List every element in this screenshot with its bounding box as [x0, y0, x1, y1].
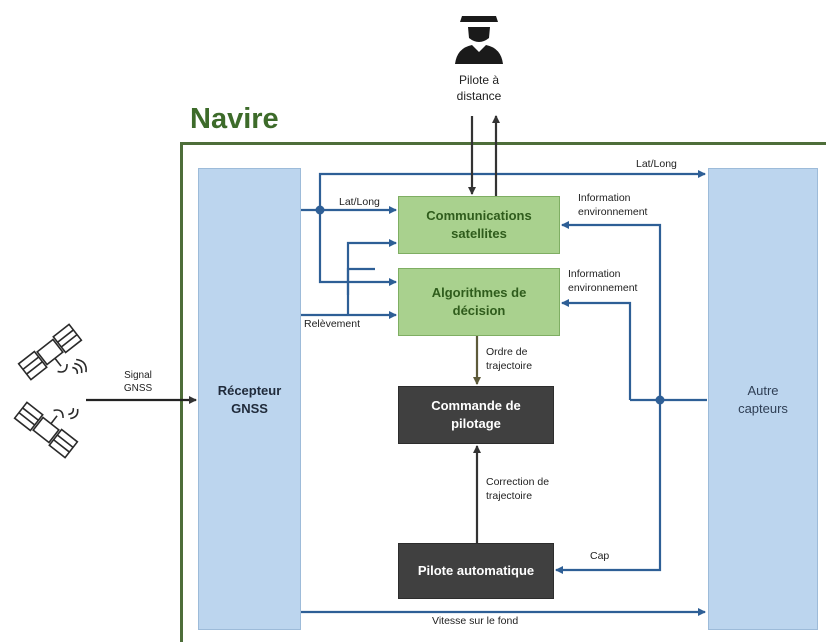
satellite-icon	[13, 401, 79, 459]
decision-algorithms-box: Algorithmes de décision	[398, 268, 560, 336]
order-label: Ordre de trajectoire	[486, 346, 533, 372]
satellite-icon	[17, 323, 87, 381]
autopilot-label: Pilote automatique	[417, 563, 535, 579]
autopilot-box: Pilote automatique	[398, 543, 554, 599]
other-sensors-label: Autre capteurs	[738, 383, 788, 417]
env-to-comms-line	[561, 221, 662, 400]
gnss-receiver-column	[198, 168, 301, 630]
decision-algorithms-label: Algorithmes de décision	[431, 285, 527, 318]
latlong-to-sensors-line	[318, 170, 706, 210]
ship-title: Navire	[190, 103, 279, 135]
gnss-signal-label: Signal GNSS	[123, 370, 153, 394]
bearing-label: Relèvement	[304, 318, 361, 330]
correction-label: Correction de trajectoire	[486, 476, 550, 502]
steering-command-label: Commande de pilotage	[431, 398, 521, 431]
other-sensors-column	[708, 168, 818, 630]
junction-dot	[315, 205, 325, 215]
pilot-person-icon	[455, 16, 503, 64]
latlong-to-algo-line	[318, 210, 397, 286]
heading-label: Cap	[590, 550, 610, 562]
junction-dot	[655, 395, 665, 405]
steering-command-box: Commande de pilotage	[398, 386, 554, 444]
latlong-left-label: Lat/Long	[339, 196, 380, 208]
heading-to-autopilot-line	[555, 400, 662, 574]
speed-over-ground-label: Vitesse sur le fond	[432, 615, 519, 627]
environment-info-label-1: Information environnement	[578, 192, 648, 218]
ship-frame	[180, 142, 826, 642]
remote-pilot-label: Pilote à distance	[456, 73, 502, 103]
env-to-algo-line	[561, 299, 632, 400]
environment-info-label-2: Information environnement	[568, 268, 638, 294]
bearing-to-comms-line	[346, 239, 397, 315]
latlong-top-label: Lat/Long	[636, 158, 677, 170]
gnss-receiver-label: Récepteur GNSS	[217, 383, 282, 417]
bearing-to-algo-line	[346, 267, 375, 295]
satellite-communications-box: Communications satellites	[398, 196, 560, 254]
satellite-communications-label: Communications satellites	[426, 208, 532, 241]
